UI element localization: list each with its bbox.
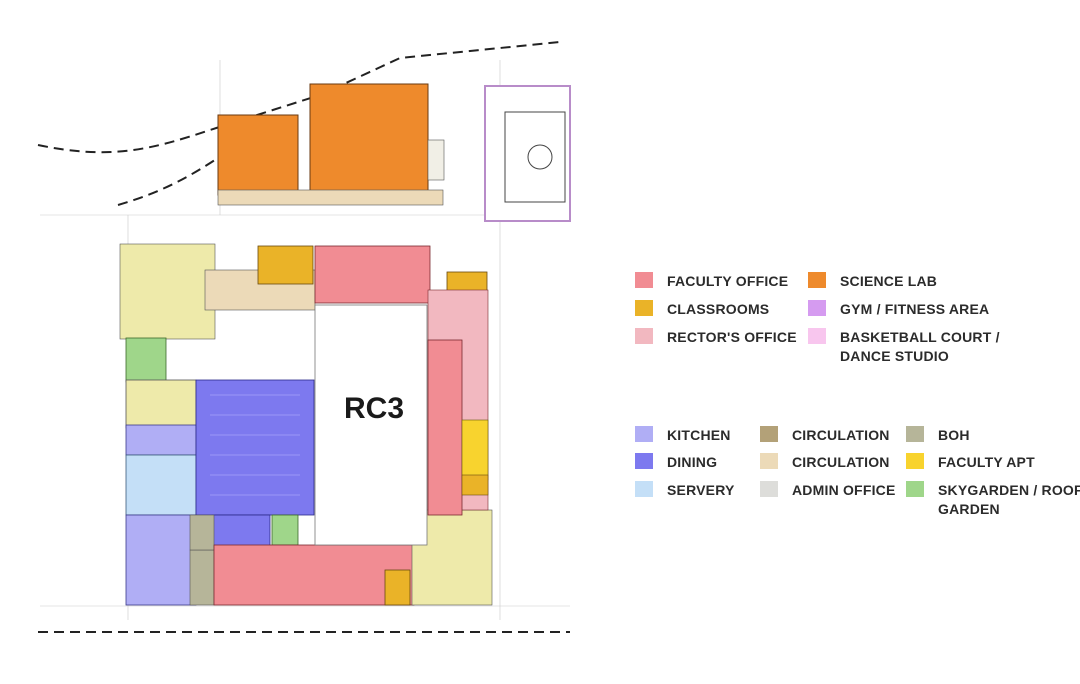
legend-label: DINING <box>667 454 718 470</box>
legend-item-admin-office: ADMIN OFFICE <box>760 481 940 500</box>
legend-item-circulation-dark: CIRCULATION <box>760 426 940 445</box>
legend-item-skygarden: SKYGARDEN / ROOF GARDEN <box>906 481 1080 519</box>
legend-swatch <box>760 426 778 442</box>
basketball-court <box>504 111 566 203</box>
faculty-apt-east <box>461 419 489 481</box>
legend-label: CIRCULATION <box>792 454 890 470</box>
legend-swatch <box>808 272 826 288</box>
legend-item-faculty-office: FACULTY OFFICE <box>635 272 815 291</box>
legend-item-basketball: BASKETBALL COURT / DANCE STUDIO <box>808 328 1048 366</box>
stair-north <box>427 139 445 181</box>
science-lab-west <box>217 114 299 196</box>
legend-label: SERVERY <box>667 482 735 498</box>
classroom-east <box>461 474 489 496</box>
legend-label: FACULTY OFFICE <box>667 273 789 289</box>
dining-tables <box>210 394 300 496</box>
legend-label: SCIENCE LAB <box>840 273 938 289</box>
legend-item-dining: DINING <box>635 453 785 472</box>
boh-south <box>189 549 215 606</box>
legend-label: BOH <box>938 427 970 443</box>
legend-swatch <box>760 453 778 469</box>
legend-item-kitchen: KITCHEN <box>635 426 785 445</box>
legend-item-boh: BOH <box>906 426 1066 445</box>
skygarden-west <box>125 337 167 383</box>
legend-label: FACULTY APT <box>938 454 1035 470</box>
legend-swatch <box>635 272 653 288</box>
circulation-northwest <box>119 243 216 340</box>
legend-swatch <box>635 481 653 497</box>
faculty-office-south <box>213 544 415 606</box>
servery <box>125 454 197 516</box>
legend-item-rectors-office: RECTOR'S OFFICE <box>635 328 825 347</box>
legend-item-faculty-apt: FACULTY APT <box>906 453 1080 472</box>
skygarden-south <box>271 514 299 546</box>
legend-swatch <box>906 481 924 497</box>
faculty-office-north <box>314 245 431 304</box>
legend-swatch <box>635 328 653 344</box>
legend-label: KITCHEN <box>667 427 731 443</box>
classroom-north <box>257 245 314 285</box>
legend-swatch <box>760 481 778 497</box>
legend-swatch <box>906 453 924 469</box>
legend-item-gym: GYM / FITNESS AREA <box>808 300 1068 319</box>
classroom-south <box>384 569 411 606</box>
legend-label: BASKETBALL COURT / DANCE STUDIO <box>840 329 1000 364</box>
legend-label: CIRCULATION <box>792 427 890 443</box>
legend-label: SKYGARDEN / ROOF GARDEN <box>938 482 1080 517</box>
legend-swatch <box>906 426 924 442</box>
legend-swatch <box>808 328 826 344</box>
legend-label: ADMIN OFFICE <box>792 482 896 498</box>
legend-label: CLASSROOMS <box>667 301 770 317</box>
kitchen-south <box>125 514 197 606</box>
courtyard <box>314 304 428 546</box>
kitchen-north <box>125 424 197 456</box>
legend-item-circulation-light: CIRCULATION <box>760 453 940 472</box>
dining-annex <box>211 514 271 548</box>
legend-swatch <box>635 300 653 316</box>
dining-hall <box>195 379 315 516</box>
legend-swatch <box>808 300 826 316</box>
gym-area <box>484 85 571 222</box>
plan-title: RC3 <box>344 392 404 425</box>
legend-label: RECTOR'S OFFICE <box>667 329 797 345</box>
corridor-north <box>217 189 444 206</box>
legend-label: GYM / FITNESS AREA <box>840 301 990 317</box>
floor-plan: RC3 <box>37 41 571 633</box>
science-lab-east <box>309 83 429 195</box>
legend-swatch <box>635 453 653 469</box>
circulation-southwest <box>189 514 215 551</box>
legend-item-servery: SERVERY <box>635 481 785 500</box>
legend-item-classrooms: CLASSROOMS <box>635 300 815 319</box>
faculty-office-east <box>427 339 463 516</box>
legend-swatch <box>635 426 653 442</box>
legend-item-science-lab: SCIENCE LAB <box>808 272 1068 291</box>
faculty-apt-west <box>125 379 197 429</box>
